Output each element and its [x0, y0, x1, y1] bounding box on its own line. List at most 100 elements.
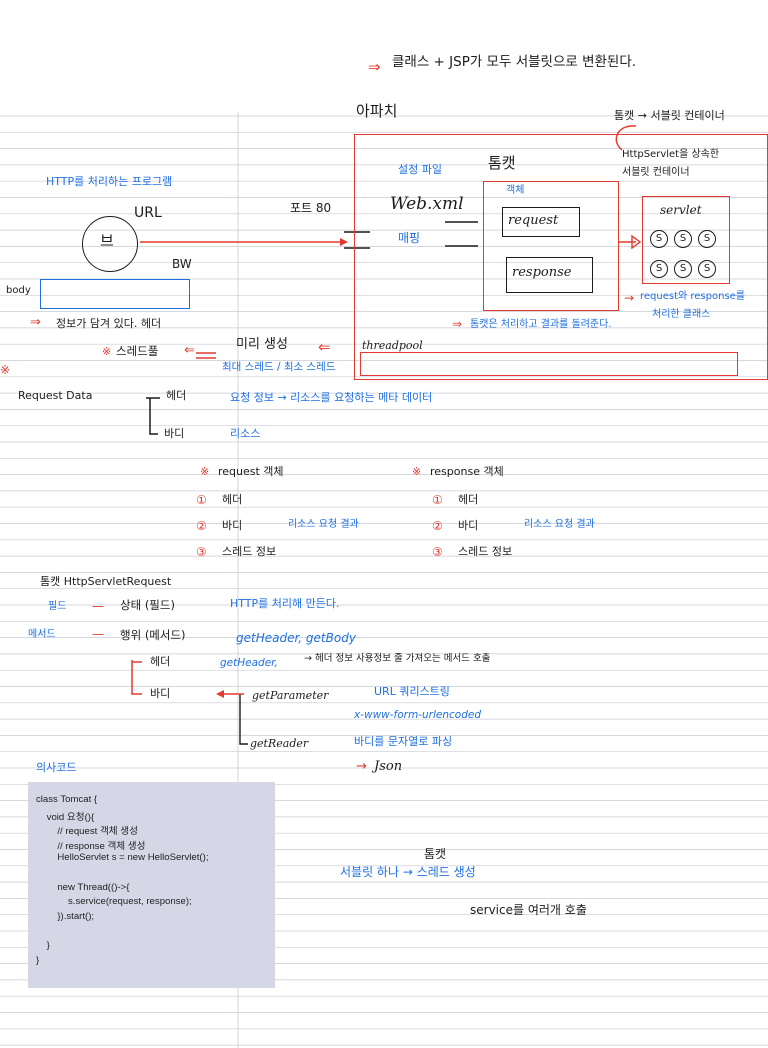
top-note: 클래스 + JSP가 모두 서블릿으로 변환된다. [392, 54, 637, 70]
port-label: 포트 80 [290, 201, 332, 215]
get-header-body: getHeader, getBody [236, 631, 356, 645]
get-reader: getReader [250, 737, 309, 750]
item-number: ② [196, 519, 207, 533]
servlet-instance-circle: S [698, 230, 716, 248]
item-text: 스레드 정보 [458, 545, 513, 558]
tomcat-small: 톰캣 [424, 847, 447, 861]
header-detail: → 헤더 정보 사용정보 줄 가져오는 메서드 호출 [304, 653, 491, 664]
item-text: 헤더 [222, 493, 243, 506]
thread-pool-kr: 스레드풀 [116, 344, 159, 358]
box-caption-arrow: ⇒ [452, 317, 463, 331]
behavior-label: 행위 (메서드) [120, 628, 186, 642]
servlet-one-thread: 서블릿 하나 → 스레드 생성 [340, 865, 476, 879]
response-object-star: ※ [412, 465, 422, 478]
item-number: ③ [196, 545, 207, 559]
code-line: class Tomcat { [36, 794, 98, 805]
servlet-desc-1: request와 response를 [640, 291, 746, 302]
code-line: void 요청(){ [36, 811, 95, 823]
code-line: // response 객체 생성 [36, 840, 146, 852]
item-note: 리소스 요청 결과 [524, 519, 595, 530]
get-header: getHeader, [220, 657, 278, 669]
info-arrow: ⇒ [30, 315, 41, 330]
field-label: 필드 [48, 601, 67, 612]
servlet-box [642, 196, 730, 284]
object-label: 객체 [506, 185, 525, 196]
browser-circle [82, 216, 138, 272]
tomcat-servlet-container: 톰캣 → 서블릿 컨테이너 [614, 109, 725, 122]
method-dash: — [92, 627, 104, 641]
info-line: 정보가 담겨 있다. 헤더 [56, 317, 162, 330]
state-label: 상태 (필드) [120, 598, 175, 612]
json-label: Json [374, 759, 403, 774]
body2-label: 바디 [150, 687, 171, 700]
item-number: ① [432, 493, 443, 507]
box-caption: 톰캣은 처리하고 결과를 돌려준다. [470, 319, 612, 330]
code-line: // request 객체 생성 [36, 826, 138, 838]
item-text: 헤더 [458, 493, 479, 506]
mapping-label: 매핑 [398, 231, 421, 245]
servlet-box-label: servlet [660, 203, 702, 217]
top-arrow: ⇒ [368, 58, 381, 76]
thread-pool-box [360, 352, 738, 376]
servlet-desc-2: 처리한 클래스 [652, 309, 711, 320]
pseudo-code-block: class Tomcat { void 요청(){ // request 객체 … [28, 782, 275, 988]
header-info: 요청 정보 → 리소스를 요청하는 메타 데이터 [230, 391, 433, 404]
max-thread-label: 최대 스레드 / 최소 스레드 [222, 361, 336, 373]
request-box [502, 207, 580, 237]
servlet-instance-circle: S [674, 230, 692, 248]
code-line [36, 867, 267, 882]
preset-label: 미리 생성 [236, 337, 288, 352]
item-note: 리소스 요청 결과 [288, 519, 359, 530]
request-object-title: request 객체 [218, 465, 284, 478]
body-input-box [40, 279, 190, 309]
body-label: 바디 [164, 427, 185, 440]
body-side-label: body [6, 285, 31, 296]
method-label: 메서드 [28, 629, 56, 640]
service-call: service를 여러개 호출 [470, 903, 587, 917]
http-program-label: HTTP를 처리하는 프로그램 [46, 175, 173, 188]
servlet-instance-circle: S [698, 260, 716, 278]
http-process: HTTP를 처리해 만든다. [230, 597, 340, 610]
url-label: URL [134, 205, 162, 221]
servlet-instance-circle: S [674, 260, 692, 278]
code-line: new Thread(()->{ [36, 881, 130, 893]
url-query: URL 쿼리스트링 [374, 685, 450, 698]
code-line: }).start(); [36, 910, 95, 922]
body-bracket [239, 694, 248, 745]
arrow-left-pool: ⇐ [318, 338, 331, 356]
behavior-bracket [131, 660, 142, 695]
body-info: 리소스 [230, 427, 261, 440]
tomcat-hsr-title: 톰캣 HttpServletRequest [40, 575, 172, 588]
servlet-instance-circle: S [650, 230, 668, 248]
browser-circle-text: 브 [100, 232, 114, 250]
item-text: 바디 [222, 519, 243, 532]
bw-label: BW [172, 257, 192, 271]
config-file-label: 설정 파일 [398, 163, 442, 176]
code-line: } [36, 939, 50, 951]
code-line: s.service(request, response); [36, 896, 192, 908]
red-mark: ※ [0, 363, 11, 377]
code-line: HelloServlet s = new HelloServlet(); [36, 852, 209, 864]
thread-pool-star: ※ [102, 345, 112, 358]
item-number: ① [196, 493, 207, 507]
code-line: } [36, 954, 40, 966]
request-box-label: request [508, 213, 559, 228]
apache-label: 아파치 [356, 102, 398, 120]
item-text: 바디 [458, 519, 479, 532]
json-arrow: → [356, 759, 367, 774]
web-xml-label: Web.xml [390, 194, 464, 214]
response-box [506, 257, 593, 293]
httpservlet-container-1: HttpServlet을 상속한 [622, 149, 720, 160]
response-box-label: response [512, 265, 572, 280]
pseudo-code-label: 의사코드 [36, 761, 77, 774]
thread-pool-arrow: ⇐ [184, 343, 195, 358]
request-data-bracket [149, 398, 158, 435]
servlet-instance-circle: S [650, 260, 668, 278]
servlet-container-curve [615, 125, 637, 151]
tomcat-box [483, 181, 619, 311]
response-object-title: response 객체 [430, 465, 504, 478]
item-number: ③ [432, 545, 443, 559]
header2-label: 헤더 [150, 655, 171, 668]
